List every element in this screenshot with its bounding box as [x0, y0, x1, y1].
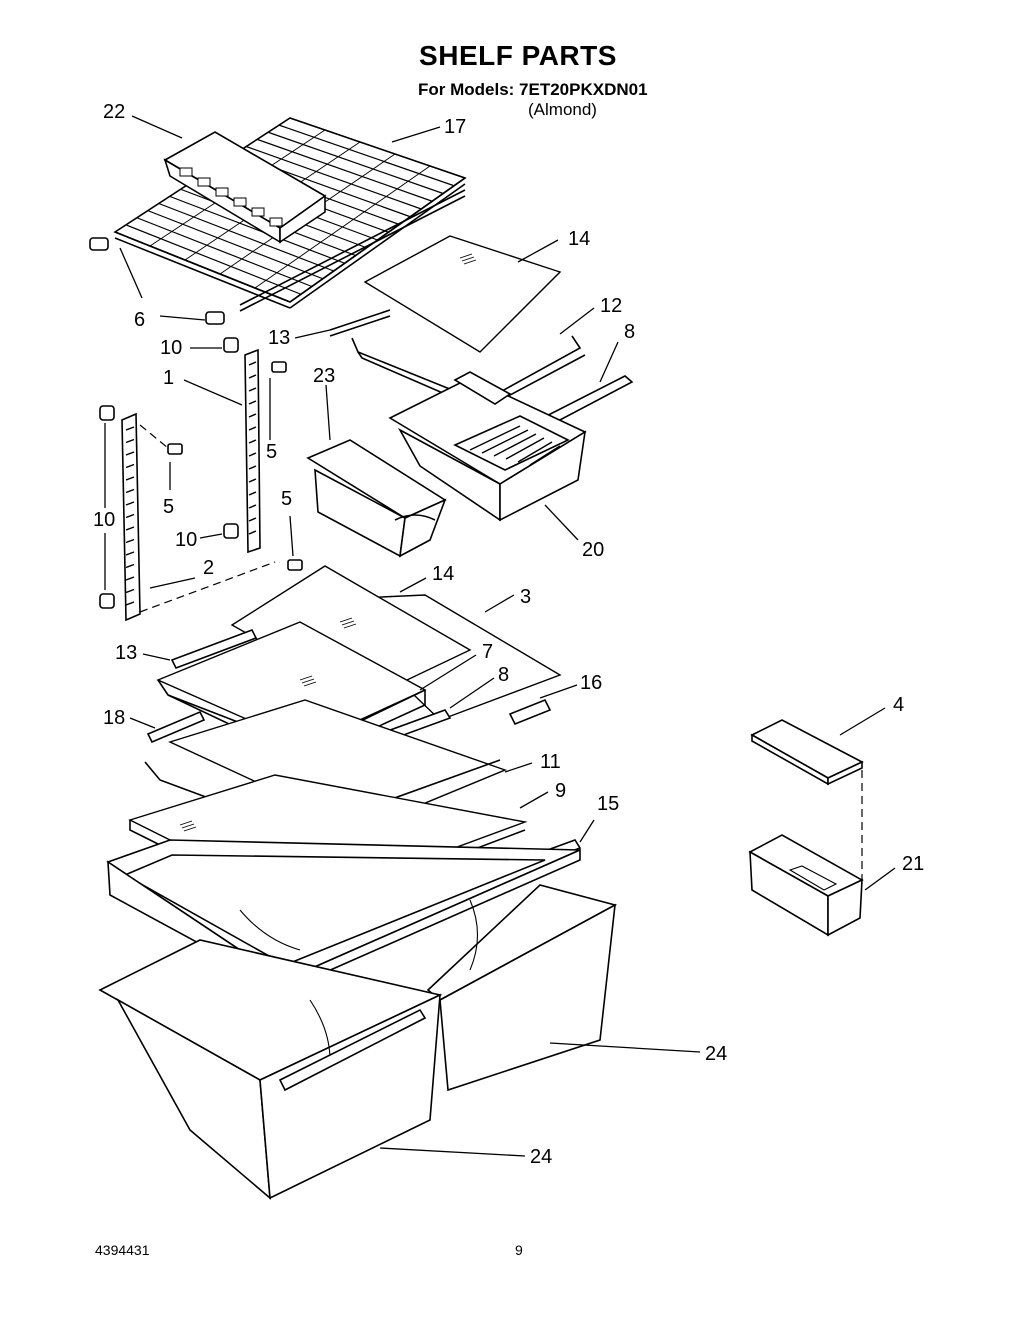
part-16-trim: [508, 698, 552, 726]
part-5-screws: [167, 361, 303, 571]
callout-10-left: 10: [93, 509, 115, 531]
part-18-trim: [146, 710, 206, 744]
callout-10-top: 10: [160, 337, 182, 359]
callout-7: 7: [482, 641, 493, 663]
document-number: 4394431: [95, 1242, 150, 1258]
page-title: SHELF PARTS: [419, 40, 617, 71]
callout-8-lower: 8: [498, 664, 509, 686]
callout-23: 23: [313, 365, 335, 387]
model-variant: (Almond): [528, 100, 597, 119]
part-10-clips: [99, 337, 239, 609]
part-20-drawer: [388, 371, 587, 522]
page-number: 9: [515, 1242, 523, 1258]
part-13-lower-trim: [170, 628, 258, 670]
callout-20: 20: [582, 539, 604, 561]
part-23-bin: [306, 439, 447, 558]
callout-labels: 22 17 14 12 8 6 13 10 1 23 5 5 5 10 10 2…: [93, 101, 924, 1168]
crisper-cover-frame: [106, 839, 581, 992]
models-line: For Models: 7ET20PKXDN01: [418, 80, 648, 99]
callout-3: 3: [520, 586, 531, 608]
part-6-shelf-pins: [89, 237, 225, 325]
callout-5-center: 5: [266, 441, 277, 463]
callout-9: 9: [555, 780, 566, 802]
callout-2: 2: [203, 557, 214, 579]
callout-24-right: 24: [705, 1043, 727, 1065]
callout-14-upper: 14: [568, 228, 590, 250]
callout-1: 1: [163, 367, 174, 389]
callout-10-lower: 10: [175, 529, 197, 551]
callout-18: 18: [103, 707, 125, 729]
callout-13-upper: 13: [268, 327, 290, 349]
part-24-crisper-drawer-left: [98, 909, 443, 1200]
callout-14-lower: 14: [432, 563, 454, 585]
callout-21: 21: [902, 853, 924, 875]
part-4-lid: [750, 719, 864, 786]
callout-4: 4: [893, 694, 904, 716]
callout-16: 16: [580, 672, 602, 694]
part-21-bin: [748, 834, 864, 937]
part-14-upper-glass-shelf: [363, 235, 562, 353]
callout-12: 12: [600, 295, 622, 317]
part-5-alignment-line: [139, 424, 169, 449]
callout-15: 15: [597, 793, 619, 815]
part-2-alignment-line: [139, 561, 276, 613]
part-1-rail: [244, 348, 261, 554]
callout-17: 17: [444, 116, 466, 138]
callout-13-lower: 13: [115, 642, 137, 664]
callout-8-upper: 8: [624, 321, 635, 343]
callout-11: 11: [540, 751, 561, 773]
callout-5-lower: 5: [281, 488, 292, 510]
callout-22: 22: [103, 101, 125, 123]
callout-5-left: 5: [163, 496, 174, 518]
callout-24-left: 24: [530, 1146, 552, 1168]
part-2-rail: [121, 412, 141, 622]
leader-lines: [104, 115, 896, 1157]
part-22-egg-tray: [163, 131, 327, 244]
callout-6: 6: [134, 309, 145, 331]
